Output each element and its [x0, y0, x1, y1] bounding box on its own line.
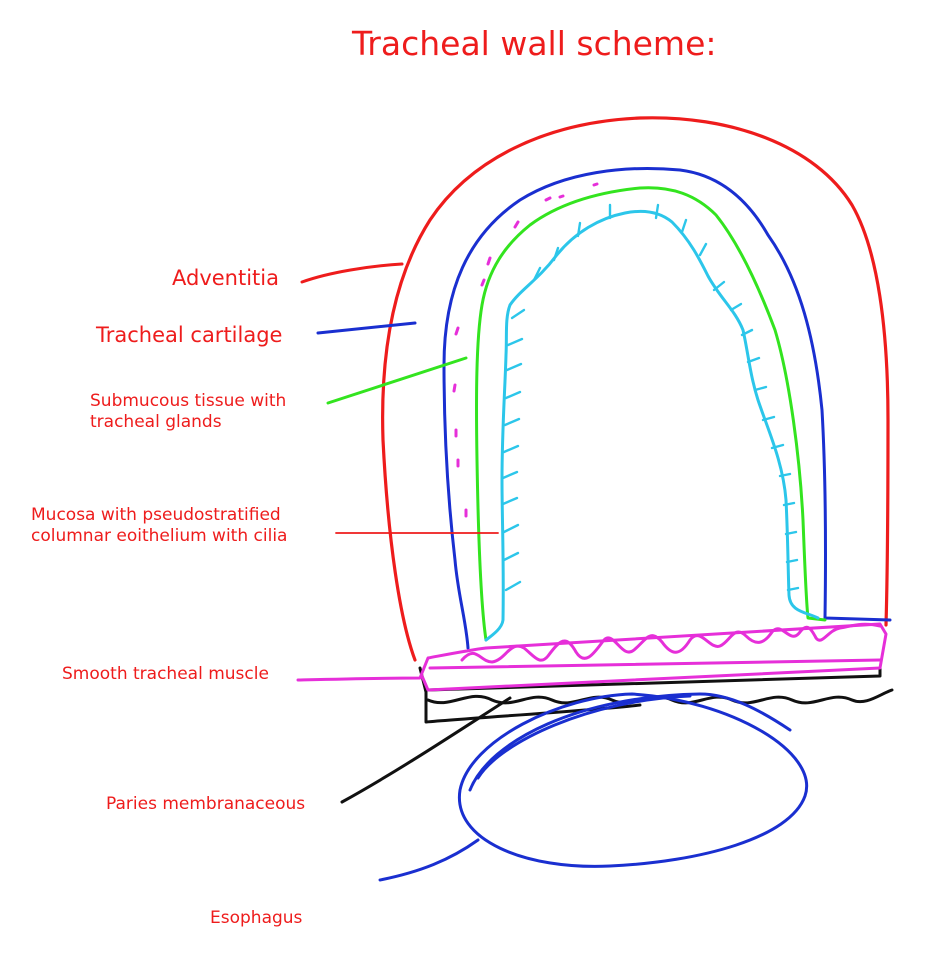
- leader-lines: [300, 262, 499, 534]
- label-mucosa: Mucosa with pseudostratified columnar eo…: [31, 505, 287, 546]
- gland-dots: [452, 182, 599, 518]
- label-submucous-line-1: Submucous tissue with: [90, 391, 287, 411]
- cilia-group: [501, 203, 800, 592]
- label-tracheal-cartilage: Tracheal cartilage: [96, 323, 283, 347]
- label-paries-membranaceous: Paries membranaceous: [106, 794, 306, 814]
- label-mucosa-line-1: Mucosa with pseudostratified: [31, 505, 281, 525]
- cartilage-outline: [442, 167, 892, 650]
- cartilage-leader: [316, 321, 417, 335]
- mucosa-outline: [484, 209, 820, 642]
- label-smooth-tracheal-muscle: Smooth tracheal muscle: [62, 664, 269, 684]
- smooth-muscle: [296, 622, 888, 692]
- adventitia-leader: [300, 262, 404, 284]
- label-mucosa-line-2: columnar eoithelium with cilia: [31, 525, 288, 546]
- submucosa-outline: [475, 186, 827, 642]
- label-esophagus: Esophagus: [210, 908, 303, 928]
- adventitia-outline: [381, 116, 890, 662]
- diagram-title: Tracheal wall scheme:: [352, 24, 717, 63]
- paries-membranaceous: [340, 666, 894, 804]
- label-submucous-tissue: Submucous tissue with tracheal glands: [90, 391, 286, 432]
- label-submucous-line-2: tracheal glands: [90, 411, 222, 432]
- esophagus-outline: [378, 692, 809, 882]
- submucosa-leader: [326, 356, 468, 405]
- label-adventitia: Adventitia: [172, 266, 279, 290]
